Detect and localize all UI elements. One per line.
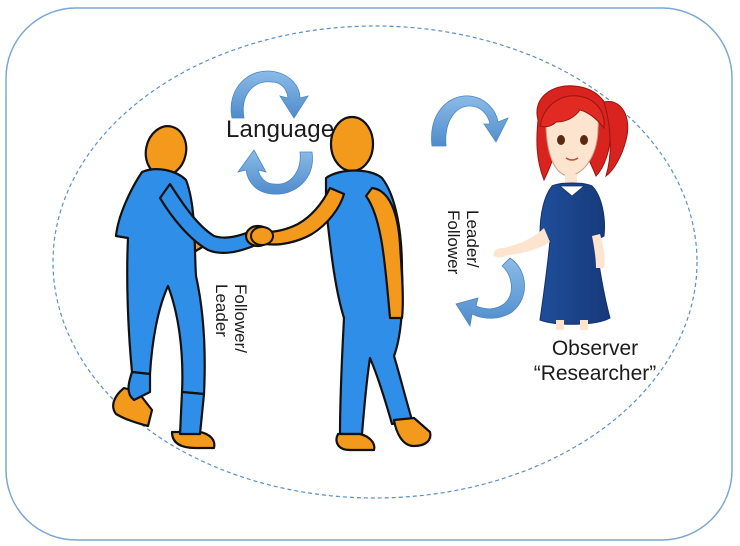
context-ellipse — [52, 25, 698, 499]
curved-arrow-icon — [455, 257, 525, 328]
cycle-arrows-icon — [230, 70, 313, 195]
observer-label: Observer “Researcher” — [520, 336, 670, 386]
observer-line-2: “Researcher” — [533, 362, 657, 385]
handshake-icon — [250, 226, 274, 246]
language-label: Language — [226, 116, 335, 143]
follower-leader-line-2: Leader — [212, 284, 231, 337]
curved-arrow-icon — [431, 95, 509, 147]
follower-leader-line-1: Follower/ — [231, 284, 250, 353]
observer-girl-icon — [493, 85, 629, 330]
follower-leader-label: Follower/ Leader — [212, 284, 250, 353]
leader-follower-line-1: Leader/ — [463, 210, 482, 268]
right-figure — [264, 115, 432, 452]
observer-line-1: Observer — [551, 337, 639, 360]
leader-follower-line-2: Follower — [444, 210, 463, 275]
leader-follower-label: Leader/ Follower — [444, 210, 482, 274]
